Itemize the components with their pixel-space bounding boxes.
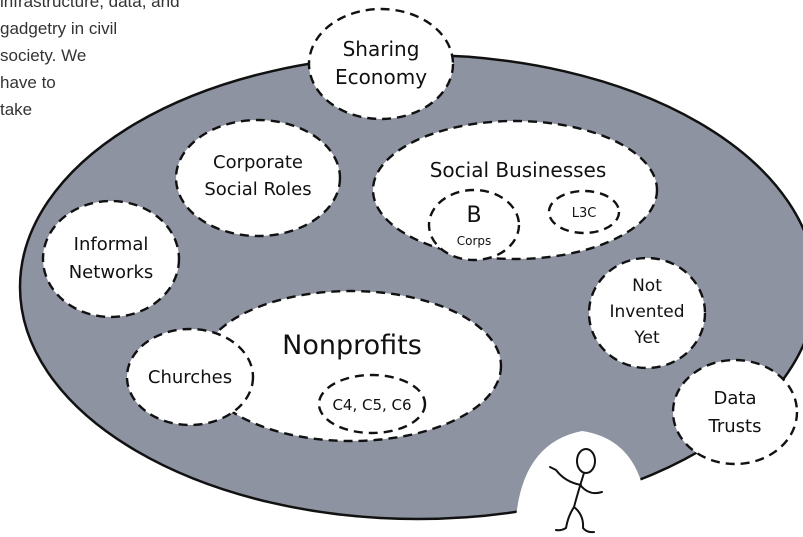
not-invented-yet-label: Invented bbox=[610, 302, 685, 322]
informal-networks-bubble: Informal Networks bbox=[41, 199, 181, 319]
l3c-label: L3C bbox=[572, 206, 597, 221]
churches-bubble: Churches bbox=[125, 327, 255, 427]
intro-text: infrastructure, data, and gadgetry in ci… bbox=[0, 0, 260, 123]
data-trusts-label: Data bbox=[714, 388, 757, 409]
sharing-economy-label: Sharing bbox=[343, 37, 420, 61]
data-trusts-bubble: Data Trusts bbox=[671, 358, 799, 466]
c4-c5-c6-bubble: C4, C5, C6 bbox=[317, 373, 427, 435]
intro-line: infrastructure, data, and bbox=[0, 0, 180, 11]
b-corps-label: Corps bbox=[457, 234, 492, 248]
nonprofits-title: Nonprofits bbox=[282, 330, 422, 361]
b-corps-bubble: B Corps bbox=[427, 188, 521, 262]
informal-networks-label: Informal bbox=[74, 234, 149, 255]
not-invented-yet-label: Yet bbox=[633, 328, 660, 348]
sharing-economy-label: Economy bbox=[335, 65, 427, 89]
informal-networks-label: Networks bbox=[69, 262, 154, 283]
c4-c5-c6-label: C4, C5, C6 bbox=[332, 396, 411, 414]
social-businesses-title: Social Businesses bbox=[430, 158, 607, 182]
social-businesses-bubble: Social Businesses B Corps L3C bbox=[371, 119, 659, 262]
running-stick-figure-icon bbox=[515, 431, 649, 537]
intro-line: gadgetry in civil bbox=[0, 19, 118, 38]
l3c-bubble: L3C bbox=[547, 189, 621, 235]
not-invented-yet-label: Not bbox=[632, 276, 662, 296]
intro-line: society. We bbox=[0, 46, 87, 65]
sharing-economy-bubble: Sharing Economy bbox=[307, 7, 455, 121]
corporate-social-roles-bubble: Corporate Social Roles bbox=[174, 118, 342, 238]
intro-line: take bbox=[0, 100, 33, 119]
data-trusts-label: Trusts bbox=[708, 416, 762, 437]
churches-label: Churches bbox=[148, 367, 232, 388]
not-invented-yet-bubble: Not Invented Yet bbox=[587, 256, 707, 370]
corporate-social-roles-label: Corporate bbox=[213, 152, 303, 173]
b-corps-letter: B bbox=[466, 203, 481, 228]
intro-line: have to bbox=[0, 73, 56, 92]
corporate-social-roles-label: Social Roles bbox=[204, 179, 311, 200]
